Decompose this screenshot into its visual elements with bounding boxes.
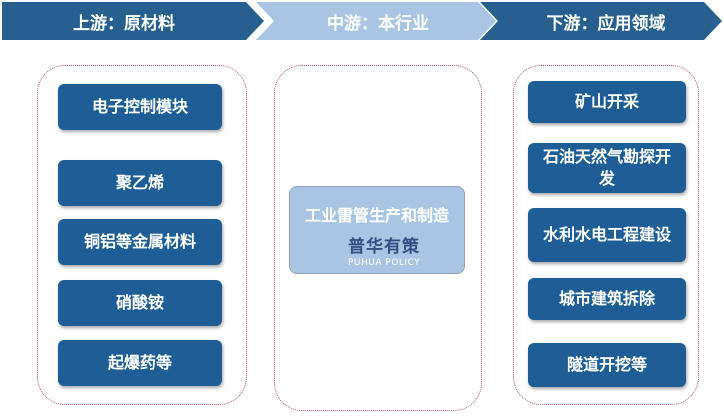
midstream-item-detonator-manufacturing: 工业雷管生产和制造 [289, 186, 465, 274]
upstream-item-primary-explosives: 起爆药等 [58, 340, 222, 386]
upstream-item-electronic-control-module: 电子控制模块 [58, 84, 222, 130]
upstream-item-metal-materials: 铜铝等金属材料 [58, 219, 222, 265]
watermark-subtext: PUHUA POLICY [348, 258, 421, 268]
downstream-item-oil-gas-exploration: 石油天然气勘探开发 [528, 143, 686, 193]
downstream-item-tunneling: 隧道开挖等 [528, 343, 686, 387]
header-upstream: 上游：原材料 [2, 2, 264, 40]
upstream-item-polyethylene: 聚乙烯 [58, 160, 222, 206]
downstream-item-hydropower-construction: 水利水电工程建设 [528, 208, 686, 262]
header-midstream: 中游：本行业 [256, 2, 496, 40]
downstream-item-mining: 矿山开采 [528, 81, 686, 123]
watermark-text: 普华有策 [348, 237, 420, 257]
midstream-panel [274, 65, 482, 411]
downstream-item-demolition: 城市建筑拆除 [528, 278, 686, 320]
watermark-logo: 普华有策 PUHUA POLICY [348, 232, 458, 268]
upstream-item-ammonium-nitrate: 硝酸铵 [58, 280, 222, 326]
header-downstream: 下游：应用领域 [480, 2, 722, 40]
upstream-panel [37, 65, 247, 405]
downstream-panel [513, 65, 699, 405]
